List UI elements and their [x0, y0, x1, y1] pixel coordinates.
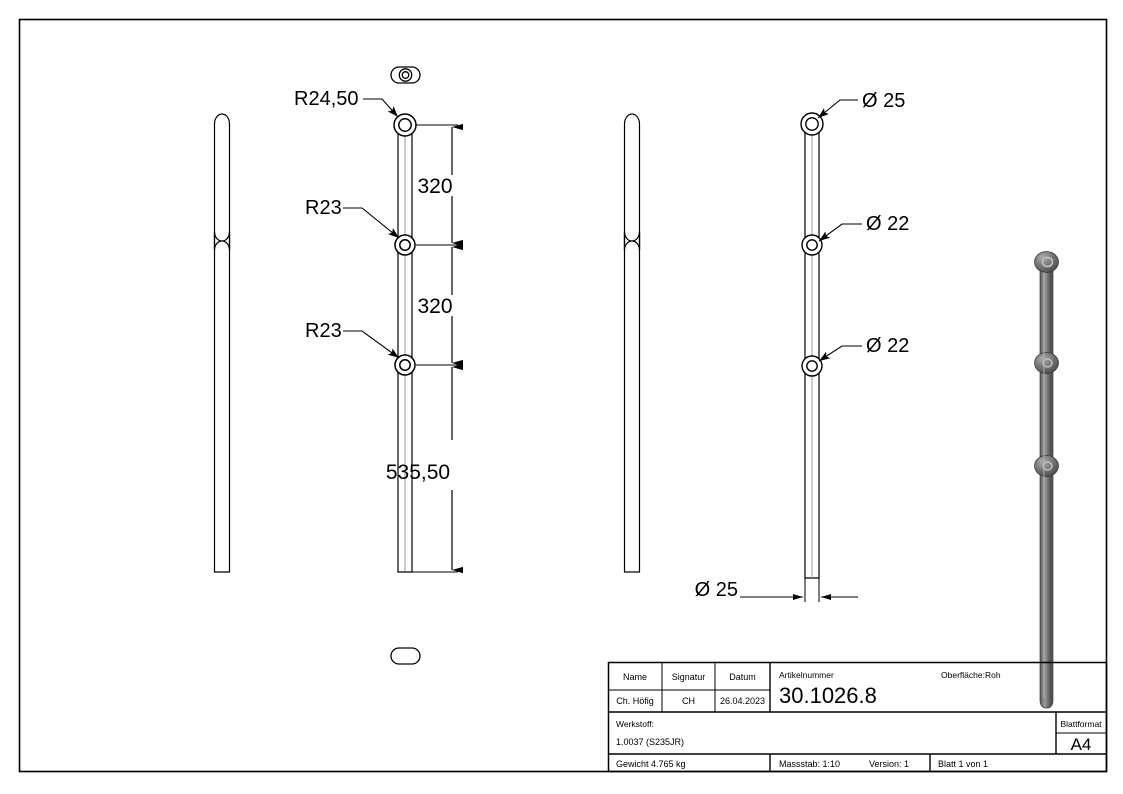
right-view-boss-lower: [801, 355, 823, 377]
top-view-outline: [390, 66, 421, 84]
front-view-dimensioned: R24,50 R23 R23 320 320 535,50: [294, 88, 463, 574]
dimension-320-top: 320: [417, 123, 463, 247]
leader-dia-low: [818, 345, 862, 362]
top-view-outer-circle: [398, 68, 413, 82]
isometric-view: [1034, 251, 1059, 709]
leader-dia-mid: [818, 223, 862, 242]
artikelnummer-label: Artikelnummer: [779, 670, 834, 680]
side-view-left: [213, 113, 231, 573]
dimension-320-middle-label: 320: [417, 295, 452, 318]
dia-mid-label: Ø 22: [866, 213, 909, 235]
front-view-boss-top: [393, 113, 417, 137]
bottom-view: [390, 647, 421, 665]
title-block: Name Signatur Datum Ch. Höfig CH 26.04.2…: [607, 661, 1108, 773]
middle-view-rod-body: [623, 113, 641, 573]
title-block-name-header: Name: [623, 672, 647, 682]
side-view-middle: [623, 113, 641, 573]
sheet-frame: [18, 18, 1108, 773]
iso-highlight: [1043, 272, 1045, 698]
radius-low-label: R23: [305, 320, 342, 342]
title-block-name-value: Ch. Höfig: [616, 696, 654, 706]
werkstoff-value: 1.0037 (S235JR): [616, 737, 684, 747]
title-block-signatur-value: CH: [682, 696, 695, 706]
dia-top-label: Ø 25: [862, 90, 905, 112]
leader-dia-top: [817, 99, 858, 119]
oberflaeche-label: Oberfläche:: [941, 670, 985, 680]
leader-radius-low: [343, 330, 400, 359]
front-view-diameters: Ø 25 Ø 22 Ø 22 Ø 25: [695, 90, 909, 602]
iso-boss-middle: [1034, 352, 1059, 374]
dimension-320-top-label: 320: [417, 175, 452, 198]
dimension-diameter-width: Ø 25: [695, 578, 858, 602]
front-view-boss-lower: [394, 354, 416, 376]
leader-radius-top: [363, 98, 399, 118]
werkstoff-label: Werkstoff:: [616, 719, 654, 729]
blatt-value: Blatt 1 von 1: [938, 759, 988, 769]
iso-boss-lower: [1034, 455, 1059, 477]
radius-mid-label: R23: [305, 197, 342, 219]
oberflaeche-value: Roh: [985, 670, 1001, 680]
title-block-signatur-header: Signatur: [672, 672, 706, 682]
iso-boss-top: [1034, 251, 1059, 273]
front-view-boss-middle: [394, 234, 416, 256]
right-view-boss-middle: [801, 234, 823, 256]
right-view-boss-top: [800, 112, 824, 136]
version-value: Version: 1: [869, 759, 909, 769]
dia-low-label: Ø 22: [866, 335, 909, 357]
massstab-value: Massstab: 1:10: [779, 759, 840, 769]
dimension-535-label: 535,50: [386, 461, 450, 484]
blattformat-value: A4: [1071, 735, 1092, 754]
top-view-inner-circle: [401, 71, 410, 79]
leader-radius-mid: [343, 207, 400, 239]
bottom-view-outline: [390, 647, 421, 665]
radius-top-label: R24,50: [294, 88, 359, 110]
title-block-datum-value: 26.04.2023: [720, 696, 765, 706]
artikelnummer-value: 30.1026.8: [779, 683, 877, 708]
top-view: [390, 66, 421, 84]
dia-width-label: Ø 25: [695, 579, 738, 601]
blattformat-label: Blattformat: [1060, 719, 1102, 729]
left-view-rod-body: [213, 113, 231, 573]
gewicht-value: Gewicht 4.765 kg: [616, 759, 686, 769]
dimension-320-middle: 320: [417, 243, 463, 367]
title-block-datum-header: Datum: [729, 672, 756, 682]
dimension-535-bottom: 535,50: [386, 363, 463, 574]
iso-rod-shaft: [1039, 267, 1054, 709]
